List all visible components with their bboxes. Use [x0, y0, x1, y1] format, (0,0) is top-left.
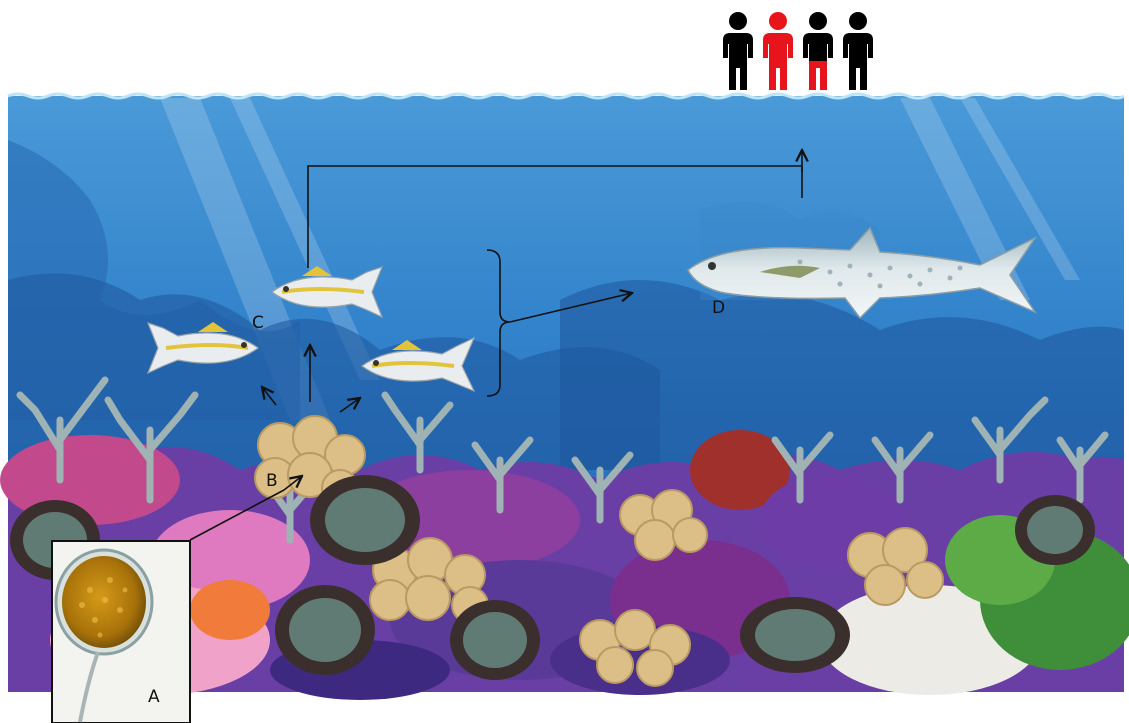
label-b: B: [266, 471, 278, 491]
person-icon: [803, 12, 833, 90]
label-a: A: [148, 687, 160, 707]
dinoflagellate-inset: [52, 541, 190, 723]
label-d: D: [712, 298, 725, 318]
person-icon: [763, 12, 793, 90]
label-c: C: [252, 313, 264, 333]
person-icon: [843, 12, 873, 90]
person-icon: [723, 12, 753, 90]
people-icons: [723, 12, 873, 90]
